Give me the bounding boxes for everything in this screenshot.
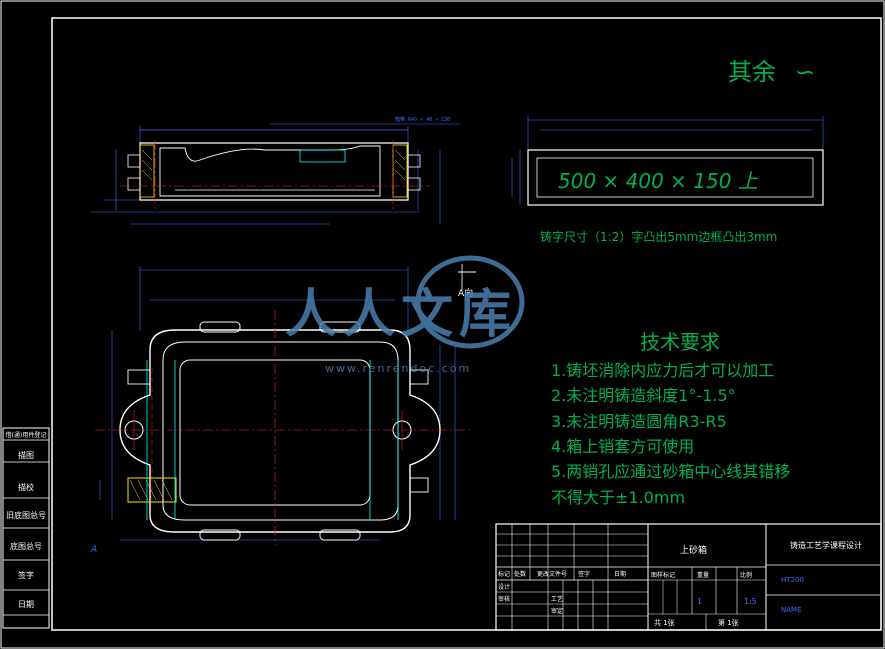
stage-label: 图样标记	[651, 571, 675, 579]
casting-text-view: 500 × 400 × 150 上 铸字尺寸（1:2）字凸出5mm边框凸出3mm	[511, 116, 824, 244]
header-signature: 签字	[578, 570, 590, 578]
casting-note: 铸字尺寸（1:2）字凸出5mm边框凸出3mm	[540, 229, 777, 244]
tech-req-item-1: 1.铸坯消除内应力后才可以加工	[551, 361, 774, 380]
drawing-number: NAME	[781, 606, 802, 614]
roughness-symbol: ∽	[795, 58, 815, 86]
strip-item-base-number: 底图总号	[10, 541, 42, 551]
left-binding-strip: 借(通)用件登记 描图 描校 旧底图总号 底图总号 签字 日期	[2, 427, 50, 629]
scale-value: 1:5	[744, 597, 757, 606]
sheet-number: 第 1张	[718, 618, 739, 627]
quantity-value: 1	[697, 597, 702, 606]
strip-item-register: 借(通)用件登记	[6, 431, 47, 439]
strip-item-signature: 签字	[18, 570, 34, 580]
header-date: 日期	[614, 570, 626, 578]
tech-req-item-3: 3.未注明铸造圆角R3-R5	[551, 412, 727, 431]
plan-view: A	[90, 266, 470, 555]
casting-box-text: 500 × 400 × 150 上	[558, 169, 759, 193]
section-direction-marker: A向	[458, 264, 476, 299]
drawing-frame	[51, 17, 882, 631]
view-label-a: A	[90, 545, 97, 555]
sheet-total: 共 1张	[654, 618, 675, 627]
side-section-view: 箱带 R40 × 40 × 130	[90, 116, 460, 225]
header-count: 处数	[514, 570, 526, 578]
watermark: 人人文库 www.renrendoc.com	[285, 255, 525, 375]
row-review: 审核	[498, 595, 510, 603]
scale-label: 比例	[740, 571, 752, 579]
strip-item-date: 日期	[18, 600, 34, 609]
watermark-sub: www.renrendoc.com	[325, 362, 471, 375]
header-change-doc: 更改文件号	[537, 570, 567, 578]
strip-item-tracing: 描图	[18, 450, 34, 460]
material: HT200	[781, 576, 804, 584]
row-process: 工艺	[551, 595, 563, 603]
part-name: 上砂箱	[680, 544, 707, 556]
tech-req-item-4: 4.箱上销套方可使用	[551, 437, 694, 456]
tech-req-item-2: 2.未注明铸造斜度1°-1.5°	[551, 386, 736, 405]
tech-req-item-6: 不得大于±1.0mm	[551, 488, 685, 507]
tech-requirements: 技术要求 1.铸坯消除内应力后才可以加工 2.未注明铸造斜度1°-1.5° 3.…	[551, 330, 790, 507]
header-mark: 标记	[498, 570, 510, 578]
section-label: A向	[458, 287, 473, 299]
weight-label: 重量	[697, 571, 709, 579]
row-design: 设计	[498, 583, 510, 591]
tech-req-title: 技术要求	[640, 330, 720, 354]
watermark-main: 人人文库	[285, 285, 517, 345]
course-title: 铸造工艺学课程设计	[790, 540, 862, 550]
tech-req-item-5: 5.两销孔应通过砂箱中心线其错移	[551, 462, 790, 481]
roughness-label: 其余	[728, 58, 776, 86]
strip-item-trace-check: 描校	[18, 482, 34, 492]
title-block: 标记 处数 更改文件号 签字 日期 设计 审核 工艺 审定 上砂箱 铸造工艺学课…	[495, 523, 882, 631]
row-approve: 审定	[551, 607, 563, 615]
strip-item-old-number: 旧底图总号	[6, 510, 46, 520]
svg-text:箱带 R40 × 40 × 130: 箱带 R40 × 40 × 130	[395, 116, 450, 123]
